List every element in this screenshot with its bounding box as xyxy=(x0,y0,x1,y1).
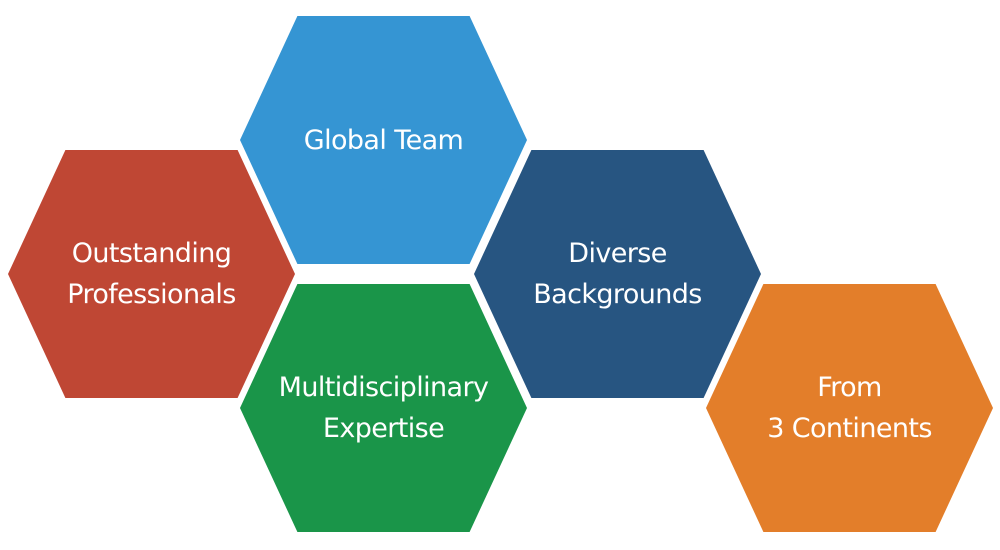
label-line-1: Global Team xyxy=(303,124,464,156)
label-line-1: Diverse xyxy=(568,238,667,269)
hexagon-label: Outstanding Professionals xyxy=(67,233,236,315)
hexagon-global-team: Global Team xyxy=(240,16,527,264)
label-line-2: Backgrounds xyxy=(533,279,702,310)
label-line-1: From xyxy=(817,372,882,403)
hexagon-label: Diverse Backgrounds xyxy=(533,233,702,315)
label-line-1: Outstanding xyxy=(71,238,232,269)
hexagon-outstanding-professionals: Outstanding Professionals xyxy=(8,150,295,398)
hexagon-diverse-backgrounds: Diverse Backgrounds xyxy=(474,150,761,398)
label-line-2: 3 Continents xyxy=(767,413,932,444)
label-line-2: Professionals xyxy=(67,279,236,310)
label-line-2: Expertise xyxy=(322,413,445,444)
hexagon-from-3-continents: From 3 Continents xyxy=(706,284,993,532)
hexagon-label: From 3 Continents xyxy=(767,367,932,449)
label-line-1: Multidisciplinary xyxy=(278,372,489,403)
hexagon-label: Global Team xyxy=(303,120,464,161)
hexagon-label: Multidisciplinary Expertise xyxy=(279,367,489,449)
hexagon-multidisciplinary-expertise: Multidisciplinary Expertise xyxy=(240,284,527,532)
